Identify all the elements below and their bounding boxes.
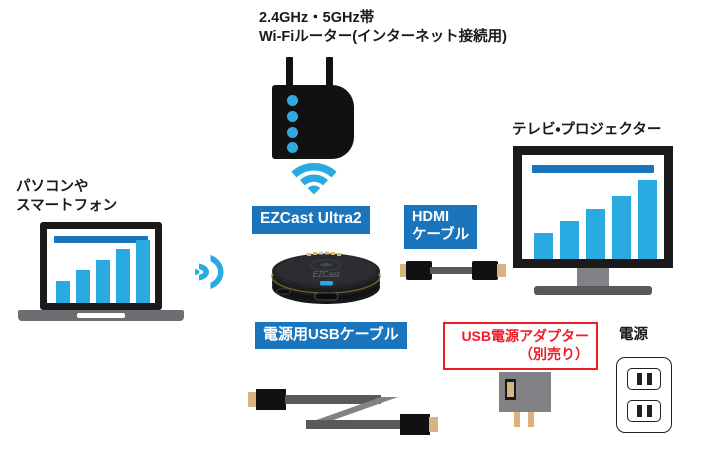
adapter-body <box>499 372 551 427</box>
usb-plug-left <box>256 389 286 410</box>
hdmi-wire <box>430 267 476 274</box>
tv-base <box>534 286 652 295</box>
usb-wire-bottom <box>306 420 402 429</box>
chart-bar <box>76 270 90 303</box>
hdmi-cable-icon <box>400 257 506 283</box>
television-icon <box>513 146 673 295</box>
router-led-1 <box>287 95 298 106</box>
hdmi-plug-left <box>406 261 432 280</box>
tv-frame <box>513 146 673 268</box>
router-led-2 <box>287 111 298 122</box>
router-led-4 <box>287 142 298 153</box>
ezcast-dongle-icon: EZCast <box>267 243 385 305</box>
svg-text:EZCast: EZCast <box>313 270 340 279</box>
tv-screen <box>522 155 664 259</box>
chart-bar <box>534 233 553 259</box>
outlet-slot <box>646 373 652 385</box>
outlet-socket-top <box>627 368 661 390</box>
wifi-signal-sideways-icon <box>193 251 225 298</box>
laptop-lid <box>40 222 162 310</box>
laptop-screen <box>47 229 155 303</box>
wall-outlet-icon <box>616 357 672 433</box>
adapter-prong-right <box>528 412 534 427</box>
power-outlet-label: 電源 <box>619 327 648 343</box>
laptop-trackpad-notch <box>77 313 125 318</box>
usb-wire-top <box>285 395 381 404</box>
chart-bar <box>586 209 605 259</box>
chart-title-bar <box>532 165 654 173</box>
chart-title-bar <box>54 236 148 243</box>
wifi-signal-icon <box>291 161 337 200</box>
hdmi-plug-right <box>472 261 498 280</box>
client-device-label: パソコンや スマートフォン <box>16 179 118 214</box>
adapter-usb-port <box>505 379 516 400</box>
laptop-base <box>18 310 184 321</box>
chart-bar <box>116 249 130 303</box>
usb-power-adapter-label: USB電源アダプター （別売り） <box>443 322 598 370</box>
adapter-prong-left <box>514 412 520 427</box>
outlet-slot <box>636 373 642 385</box>
outlet-socket-bottom <box>627 400 661 422</box>
tv-neck <box>577 268 609 286</box>
power-adapter-icon <box>499 372 551 427</box>
router-led-3 <box>287 127 298 138</box>
chart-bar <box>638 180 657 259</box>
usb-tip-left <box>248 392 257 407</box>
chart-bar <box>56 281 70 303</box>
chart-bar <box>612 196 631 259</box>
usb-tip-right <box>429 417 438 432</box>
hdmi-tip-left <box>400 264 409 277</box>
laptop-icon <box>18 222 184 321</box>
usb-plug-right <box>400 414 430 435</box>
wifi-router-icon <box>266 57 366 163</box>
laptop-screen-chart <box>47 229 155 303</box>
display-label: テレビ・プロジェクター <box>512 122 662 138</box>
outlet-slot <box>636 405 642 417</box>
router-body <box>272 85 354 159</box>
router-antenna-right <box>326 57 333 87</box>
outlet-plate <box>616 357 672 433</box>
usb-power-cable-label-badge: 電源用USBケーブル <box>255 322 407 350</box>
ezcast-label-badge: EZCast Ultra2 <box>252 206 370 234</box>
router-antenna-left <box>286 57 293 87</box>
hdmi-cable-label-badge: HDMI ケーブル <box>404 205 478 250</box>
outlet-slot <box>646 405 652 417</box>
chart-bar <box>96 260 110 303</box>
usb-wire-diagonal <box>308 397 398 423</box>
router-label: 2.4GHz・5GHz帯 Wi-Fiルーター(インターネット接続用) <box>259 10 507 45</box>
chart-bar <box>560 221 579 259</box>
chart-bar <box>136 240 150 303</box>
hdmi-tip-right <box>497 264 506 277</box>
usb-cable-icon <box>248 388 438 440</box>
tv-screen-chart <box>522 155 664 259</box>
